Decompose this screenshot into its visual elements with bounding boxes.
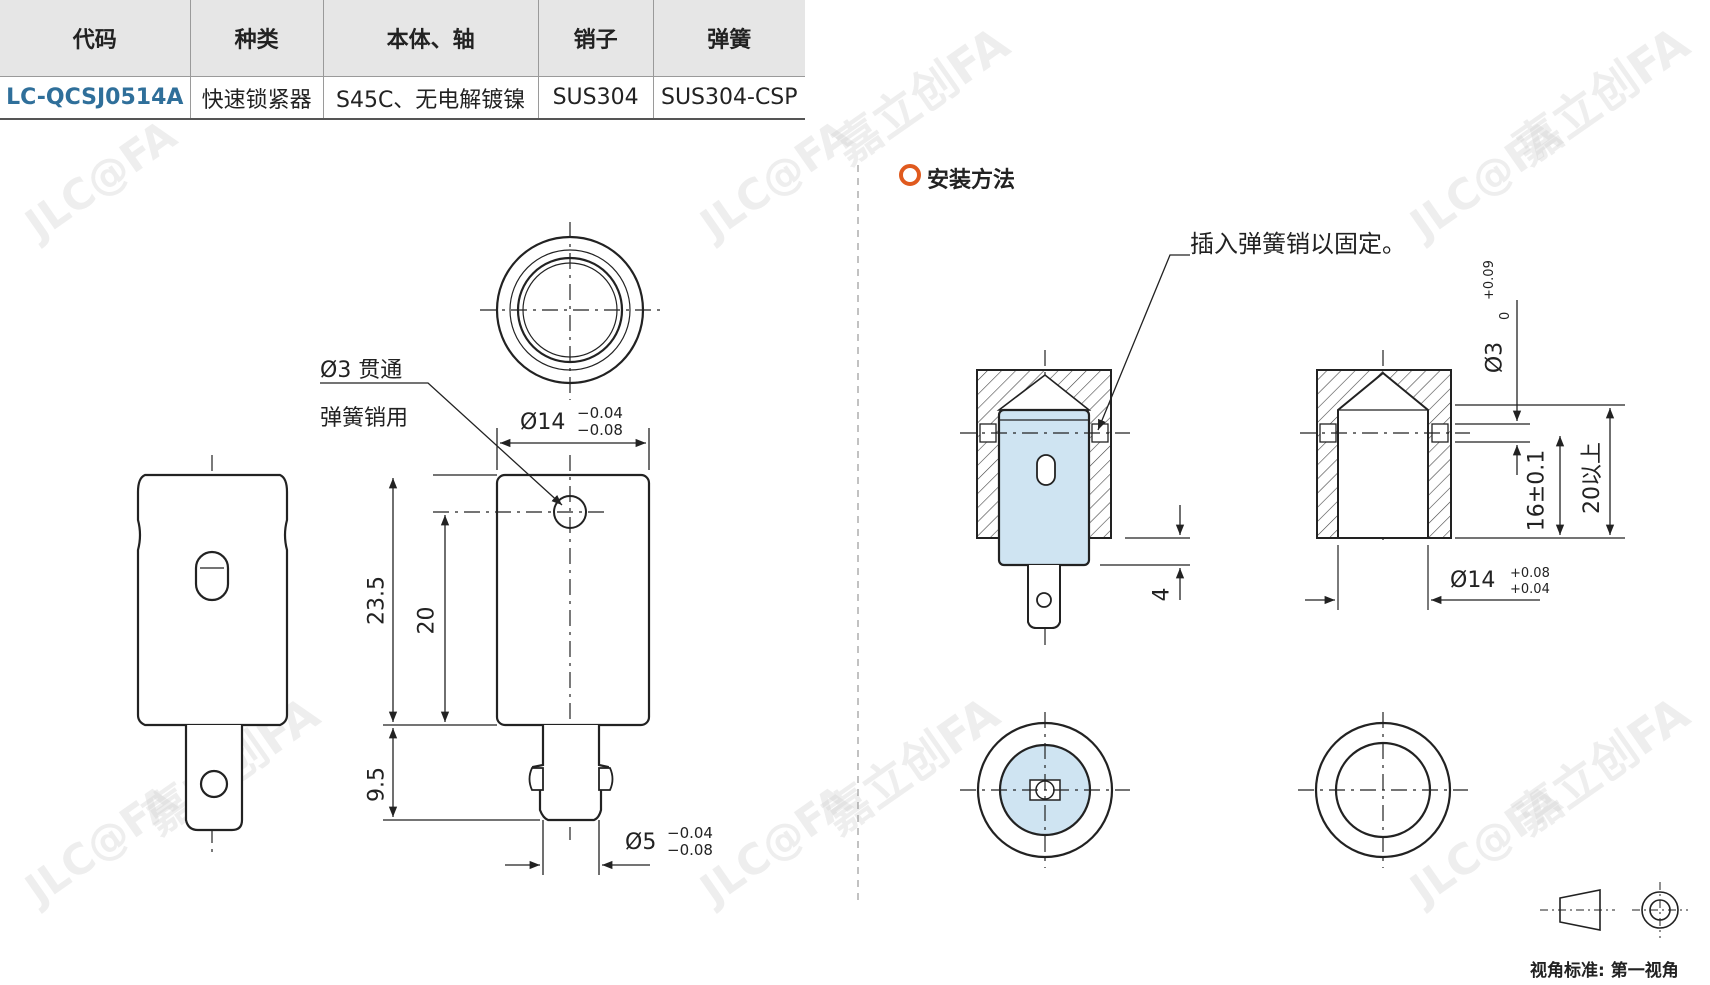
dia3-tol-upper: +0.09 <box>1482 260 1497 300</box>
dia14-label: Ø14 <box>520 410 566 435</box>
section-marker-icon <box>899 164 921 186</box>
side-view <box>136 455 289 855</box>
install-section-assembled <box>960 254 1190 650</box>
len-20-label: 20 <box>414 606 440 635</box>
projection-label: 视角标准: 第一视角 <box>1530 961 1679 981</box>
cell-spring: SUS304-CSP <box>653 76 805 120</box>
cell-pin: SUS304 <box>538 76 654 120</box>
header-type: 种类 <box>190 0 324 77</box>
cell-type: 快速锁紧器 <box>190 76 324 120</box>
cell-body-shaft: S45C、无电解镀镍 <box>323 76 539 120</box>
dia3-tol-lower: 0 <box>1498 311 1513 320</box>
spec-table: 代码 种类 本体、轴 销子 弹簧 LC-QCSJ0514A 快速锁紧器 S45C… <box>0 0 805 120</box>
dia5-tol-lower: −0.08 <box>667 841 713 859</box>
top-view-circle <box>480 222 660 400</box>
dim-4-label: 4 <box>1149 587 1175 602</box>
dim-20-label: 20以上 <box>1580 442 1605 514</box>
install-dia14-tol-upper: +0.08 <box>1510 566 1550 581</box>
dia14-tol-lower: −0.08 <box>577 421 623 439</box>
dim-16-label: 16±0.1 <box>1524 449 1550 532</box>
dia3-label: Ø3 <box>1482 341 1508 374</box>
install-bottom-view-assembled <box>960 712 1130 868</box>
install-dia14-tol-lower: +0.04 <box>1510 582 1550 597</box>
header-code: 代码 <box>0 0 191 77</box>
front-view <box>383 455 651 840</box>
header-pin: 销子 <box>538 0 654 77</box>
dia5-tol-upper: −0.04 <box>667 824 713 842</box>
projection-symbol-icon <box>1540 882 1688 938</box>
spec-header-row: 代码 种类 本体、轴 销子 弹簧 <box>0 0 805 77</box>
header-body-shaft: 本体、轴 <box>323 0 539 77</box>
install-section-hole <box>1300 300 1625 610</box>
dia5-label: Ø5 <box>625 830 657 855</box>
install-dia14-label: Ø14 <box>1450 568 1496 593</box>
header-spring: 弹簧 <box>653 0 805 77</box>
len-shaft-label: 9.5 <box>364 767 390 802</box>
hole-label: Ø3 贯通 <box>320 358 403 383</box>
pin-label: 弹簧销用 <box>320 406 409 431</box>
dia14-tol-upper: −0.04 <box>577 404 623 422</box>
cell-code: LC-QCSJ0514A <box>0 76 191 120</box>
install-note: 插入弹簧销以固定。 <box>1190 230 1406 258</box>
len-total-label: 23.5 <box>364 576 390 625</box>
install-bottom-view-hole <box>1298 712 1468 868</box>
left-dimensions <box>320 382 650 875</box>
table-row: LC-QCSJ0514A 快速锁紧器 S45C、无电解镀镍 SUS304 SUS… <box>0 76 805 120</box>
install-title: 安装方法 <box>927 168 1016 193</box>
